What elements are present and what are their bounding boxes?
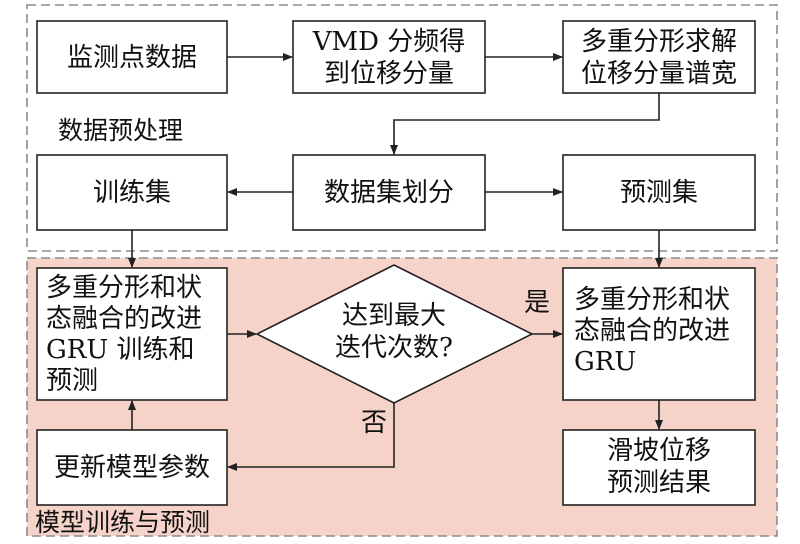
- gru-train-line1: 多重分形和状: [46, 273, 202, 303]
- update-params-label: 更新模型参数: [54, 453, 210, 483]
- multifractal-label-line1: 多重分形求解: [581, 27, 737, 57]
- gru-train-line4: 预测: [46, 366, 98, 396]
- train-set-label: 训练集: [93, 178, 171, 208]
- decision-line2: 迭代次数?: [335, 333, 453, 363]
- gru-train-line3: GRU 训练和: [46, 335, 195, 365]
- decision-line1: 达到最大: [342, 301, 446, 331]
- final-gru-line3: GRU: [574, 347, 636, 377]
- result-line1: 滑坡位移: [607, 436, 711, 466]
- update-params-box: [36, 429, 228, 506]
- arrow-decision-no: [227, 403, 395, 471]
- gru-train-box: [36, 267, 228, 401]
- yes-label: 是: [524, 288, 550, 318]
- final-gru-line2: 态融合的改进: [574, 316, 730, 346]
- multifractal-label-line2: 位移分量谱宽: [581, 59, 737, 89]
- test-set-label: 预测集: [620, 178, 698, 208]
- final-gru-box: [562, 267, 756, 401]
- preprocess-region: [26, 4, 778, 252]
- dataset-split-box: [292, 154, 486, 231]
- result-box: [562, 429, 756, 506]
- vmd-label-line2: 到位移分量: [324, 59, 454, 89]
- vmd-label-line1: VMD 分频得: [312, 27, 466, 57]
- final-gru-line1: 多重分形和状: [574, 285, 730, 315]
- dataset-split-label: 数据集划分: [324, 178, 454, 208]
- result-line2: 预测结果: [607, 468, 711, 498]
- training-region-label: 模型训练与预测: [35, 508, 210, 537]
- arrow-multifractal-to-split: [390, 93, 660, 155]
- vmd-box: [292, 20, 486, 94]
- monitor-data-label: 监测点数据: [67, 43, 197, 73]
- preprocess-region-label: 数据预处理: [58, 116, 183, 145]
- multifractal-box: [562, 20, 756, 94]
- monitor-data-box: [36, 20, 228, 94]
- no-label: 否: [361, 408, 387, 438]
- gru-train-line2: 态融合的改进: [46, 304, 202, 334]
